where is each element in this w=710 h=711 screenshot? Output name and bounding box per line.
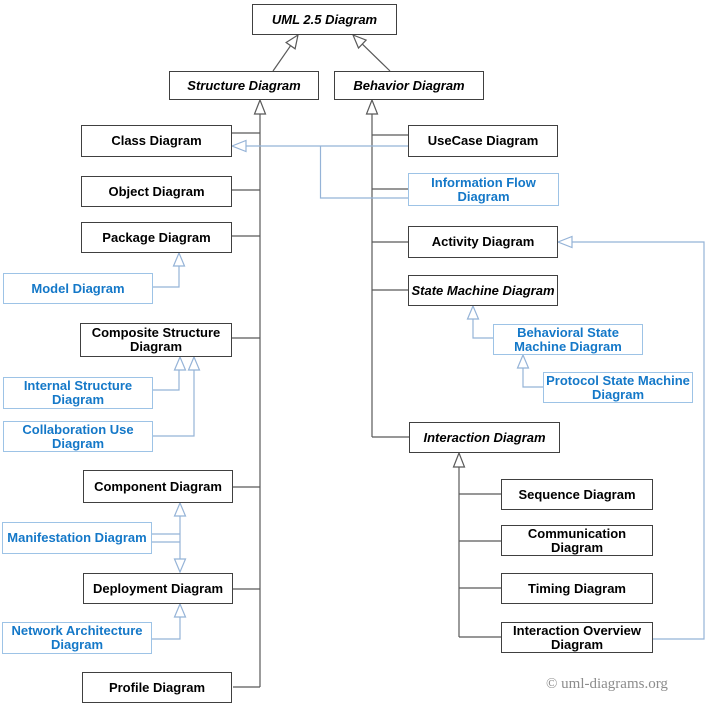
arrowhead-component-blue xyxy=(173,501,187,517)
node-sequence-diagram: Sequence Diagram xyxy=(501,479,653,510)
node-label-collaboration-use-diagram: Collaboration Use Diagram xyxy=(22,421,134,451)
node-structure-diagram: Structure Diagram xyxy=(169,71,319,100)
node-label-protocol-state-machine-diagram: Protocol State Machine Diagram xyxy=(546,372,690,402)
arrowhead-composite-right-blue xyxy=(187,355,201,371)
node-label-communication-diagram: Communication Diagram xyxy=(527,525,627,555)
node-interaction-diagram: Interaction Diagram xyxy=(409,422,560,453)
node-label-interaction-overview-diagram: Interaction Overview Diagram xyxy=(513,622,641,652)
node-label-object-diagram: Object Diagram xyxy=(108,183,205,199)
node-information-flow-diagram: Information Flow Diagram xyxy=(408,173,559,206)
node-label-package-diagram: Package Diagram xyxy=(102,229,211,245)
node-label-manifestation-diagram: Manifestation Diagram xyxy=(7,530,147,545)
node-uml-2-5-diagram: UML 2.5 Diagram xyxy=(252,4,397,35)
edge-internal-structure-to-composite xyxy=(153,370,180,391)
node-label-profile-diagram: Profile Diagram xyxy=(108,679,206,695)
node-composite-structure-diagram: Composite Structure Diagram xyxy=(80,323,232,357)
arrowhead-behavior-trunk xyxy=(365,98,379,115)
node-label-class-diagram: Class Diagram xyxy=(111,133,202,148)
node-internal-structure-diagram: Internal Structure Diagram xyxy=(3,377,153,409)
watermark-text: © uml-diagrams.org xyxy=(546,676,668,692)
edge-interaction-overview-to-activity xyxy=(572,241,705,640)
node-label-sequence-diagram: Sequence Diagram xyxy=(518,486,636,502)
node-behavior-diagram: Behavior Diagram xyxy=(334,71,484,100)
node-label-behavior-diagram: Behavior Diagram xyxy=(353,77,465,93)
node-label-internal-structure-diagram: Internal Structure Diagram xyxy=(23,378,133,407)
node-activity-diagram: Activity Diagram xyxy=(408,226,558,258)
arrowhead-structure-trunk xyxy=(253,98,267,115)
node-deployment-diagram: Deployment Diagram xyxy=(83,573,233,604)
node-state-machine-diagram: State Machine Diagram xyxy=(408,275,558,306)
edge-behavior-to-uml xyxy=(361,43,391,72)
node-object-diagram: Object Diagram xyxy=(81,176,232,207)
node-label-structure-diagram: Structure Diagram xyxy=(187,77,301,93)
arrowhead-deployment-top-blue xyxy=(173,558,187,574)
arrowhead-uml-left xyxy=(285,33,299,50)
node-model-diagram: Model Diagram xyxy=(3,273,153,304)
edge-collaboration-use-to-composite xyxy=(153,370,195,437)
node-class-diagram: Class Diagram xyxy=(81,125,232,157)
arrowhead-uml-right xyxy=(351,33,368,50)
edge-structure-to-uml xyxy=(272,45,292,72)
node-label-usecase-diagram: UseCase Diagram xyxy=(427,133,539,148)
node-usecase-diagram: UseCase Diagram xyxy=(408,125,558,157)
edge-behavioral-sm-to-state-machine xyxy=(472,319,493,339)
node-label-network-architecture-diagram: Network Architecture Diagram xyxy=(11,623,143,652)
node-label-activity-diagram: Activity Diagram xyxy=(431,234,535,249)
edge-model-to-package xyxy=(153,266,180,288)
node-label-model-diagram: Model Diagram xyxy=(31,280,125,296)
node-label-component-diagram: Component Diagram xyxy=(94,478,222,494)
arrowhead-deployment-bottom-blue xyxy=(173,602,187,618)
arrowhead-interaction-trunk xyxy=(452,451,466,468)
node-communication-diagram: Communication Diagram xyxy=(501,525,653,556)
node-interaction-overview-diagram: Interaction Overview Diagram xyxy=(501,622,653,653)
edge-information-flow-to-class xyxy=(319,146,408,199)
node-collaboration-use-diagram: Collaboration Use Diagram xyxy=(3,421,153,452)
node-label-composite-structure-diagram: Composite Structure Diagram xyxy=(91,325,221,354)
arrowhead-composite-left-blue xyxy=(173,355,187,371)
node-label-state-machine-diagram: State Machine Diagram xyxy=(411,282,555,298)
node-protocol-state-machine-diagram: Protocol State Machine Diagram xyxy=(543,372,693,403)
node-label-deployment-diagram: Deployment Diagram xyxy=(92,580,224,596)
arrowhead-package-blue xyxy=(172,251,186,267)
node-label-behavioral-state-machine-diagram: Behavioral State Machine Diagram xyxy=(514,324,622,354)
node-timing-diagram: Timing Diagram xyxy=(501,573,653,604)
node-label-information-flow-diagram: Information Flow Diagram xyxy=(431,174,536,204)
arrowhead-behavioral-sm-blue xyxy=(516,353,530,369)
edge-network-architecture-to-deployment xyxy=(152,617,181,640)
arrowhead-activity-blue xyxy=(556,235,573,249)
node-network-architecture-diagram: Network Architecture Diagram xyxy=(2,622,152,654)
node-package-diagram: Package Diagram xyxy=(81,222,232,253)
node-behavioral-state-machine-diagram: Behavioral State Machine Diagram xyxy=(493,324,643,355)
node-component-diagram: Component Diagram xyxy=(83,470,233,503)
node-label-interaction-diagram: Interaction Diagram xyxy=(423,429,546,445)
node-profile-diagram: Profile Diagram xyxy=(82,672,232,703)
arrowhead-state-machine-blue xyxy=(466,304,480,320)
edge-protocol-sm-to-behavioral-sm xyxy=(522,368,543,388)
node-label-timing-diagram: Timing Diagram xyxy=(527,580,626,596)
node-label-uml-2-5-diagram: UML 2.5 Diagram xyxy=(271,11,378,27)
arrowhead-class-blue xyxy=(230,139,247,153)
node-manifestation-diagram: Manifestation Diagram xyxy=(2,522,152,554)
